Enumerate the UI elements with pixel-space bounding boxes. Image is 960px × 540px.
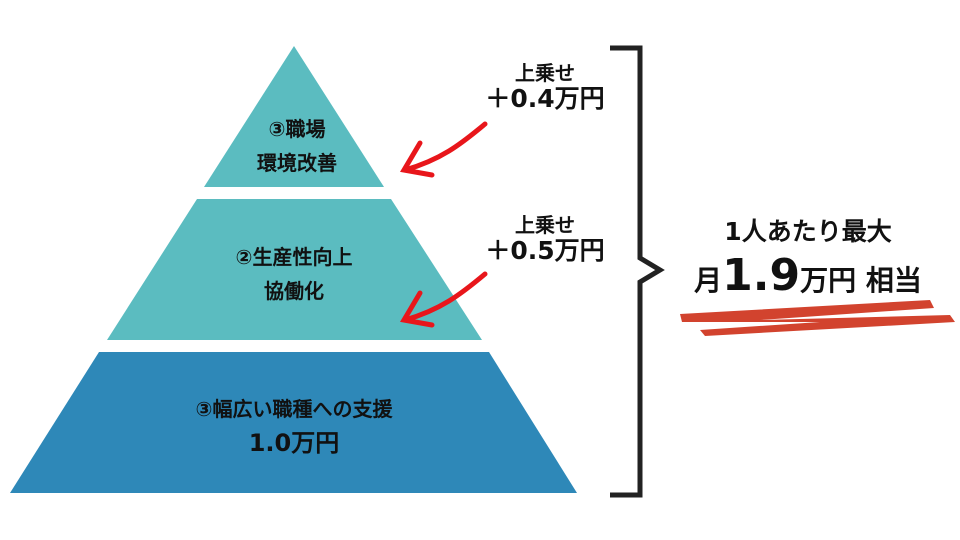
top-tier-label: ③職場 環境改善 [257, 112, 337, 180]
pyramid-top-tier [204, 46, 384, 187]
middle-tier-line2: 協働化 [264, 279, 324, 303]
summary-prefix: 月 [694, 264, 723, 297]
summary-heading: 1人あたり最大 [724, 217, 892, 246]
summary-value-line: 月1.9万円 相当 [694, 250, 922, 301]
top-tier-line1: ③職場 [268, 117, 326, 141]
summary-value: 1.9 [722, 250, 801, 301]
summary-suffix: 相当 [865, 264, 922, 297]
bottom-tier-amount: 1.0万円 [248, 429, 340, 457]
addition-amount: ＋0.4万円 [485, 84, 605, 113]
addition-label: 上乗せ [514, 213, 575, 237]
top-tier-line2: 環境改善 [257, 151, 337, 175]
addition-amount: ＋0.5万円 [485, 236, 605, 265]
arrow-icon [400, 121, 488, 178]
bottom-tier-label: ③幅広い職種への支援 1.0万円 [196, 392, 393, 460]
arrow-icon [400, 271, 488, 328]
bracket-icon [610, 45, 665, 498]
addition-top: 上乗せ ＋0.4万円 [485, 60, 604, 112]
middle-tier-label: ②生産性向上 協働化 [236, 240, 353, 308]
addition-label: 上乗せ [514, 61, 575, 85]
brush-underline [680, 300, 955, 336]
pyramid-bottom-tier [10, 352, 577, 493]
middle-tier-line1: ②生産性向上 [235, 245, 353, 269]
pyramid-middle-tier [107, 199, 482, 340]
addition-middle: 上乗せ ＋0.5万円 [485, 212, 604, 264]
summary-unit: 万円 [800, 264, 857, 297]
bottom-tier-line1: ③幅広い職種への支援 [195, 397, 393, 421]
